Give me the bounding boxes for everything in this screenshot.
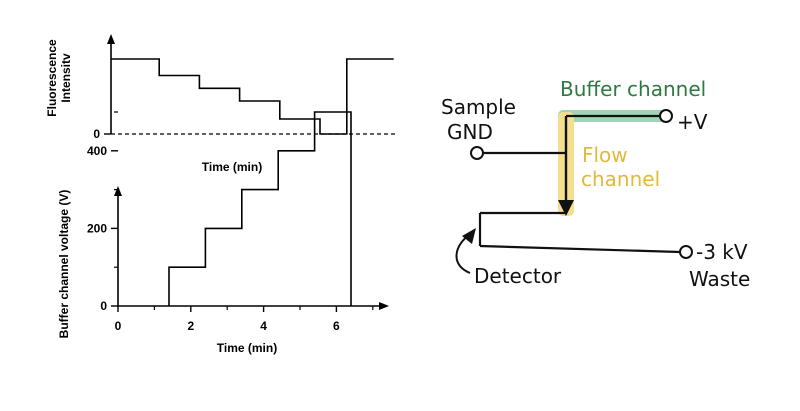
voltage-trace: [168, 111, 352, 306]
waste-wire: [479, 244, 681, 254]
voltage-y-tick-label: 0: [100, 299, 107, 313]
channel-schematic: Sample GND Buffer channel +V Flow channe…: [441, 77, 750, 291]
buffer-channel-label: Buffer channel: [560, 77, 706, 101]
voltage-x-tick-label: 0: [115, 319, 122, 333]
waste-terminal: [679, 245, 693, 259]
buffer-voltage-label: +V: [677, 110, 708, 134]
flow-label-line2: channel: [581, 167, 660, 191]
voltage-y-tick-label: 400: [87, 144, 107, 158]
fluorescence-trace: [111, 58, 394, 135]
voltage-y-tick-label: 200: [87, 221, 107, 235]
detector-arrow-icon: [462, 228, 476, 244]
fluorescence-y-label-line2: Intensitv: [59, 53, 73, 103]
waste-label: Waste: [689, 267, 750, 291]
fluorescence-x-label: Time (min): [202, 160, 262, 174]
fluorescence-y-axis-arrow: [107, 34, 115, 44]
detector-label: Detector: [474, 264, 562, 288]
voltage-x-axis-arrow: [379, 302, 389, 310]
fluorescence-chart: 0 Fluorescence Intensitv Time (min): [45, 34, 395, 174]
voltage-y-label: Buffer channel voltage (V): [57, 190, 71, 339]
buffer-terminal: [659, 109, 673, 123]
voltage-x-label: Time (min): [217, 341, 277, 355]
waste-voltage-label: -3 kV: [696, 240, 748, 264]
voltage-x-tick-label: 4: [260, 319, 267, 333]
sample-label-line1: Sample: [441, 95, 516, 119]
flow-label-line1: Flow: [582, 143, 628, 167]
voltage-x-tick-label: 6: [333, 319, 340, 333]
voltage-chart: 0 2 4 6 0 200 400 Buffer channel voltage (V) T…: [57, 111, 389, 355]
fluorescence-zero-tick-label: 0: [93, 127, 100, 141]
sample-label-line2: GND: [447, 120, 493, 144]
fluorescence-y-label-line1: Fluorescence: [45, 39, 59, 117]
voltage-y-axis-arrow: [114, 186, 122, 196]
flow-direction-arrow-icon: [558, 200, 574, 216]
sample-terminal: [470, 146, 484, 160]
voltage-x-tick-label: 2: [187, 319, 194, 333]
voltage-ticks: 0 2 4 6 0 200 400: [87, 111, 374, 333]
